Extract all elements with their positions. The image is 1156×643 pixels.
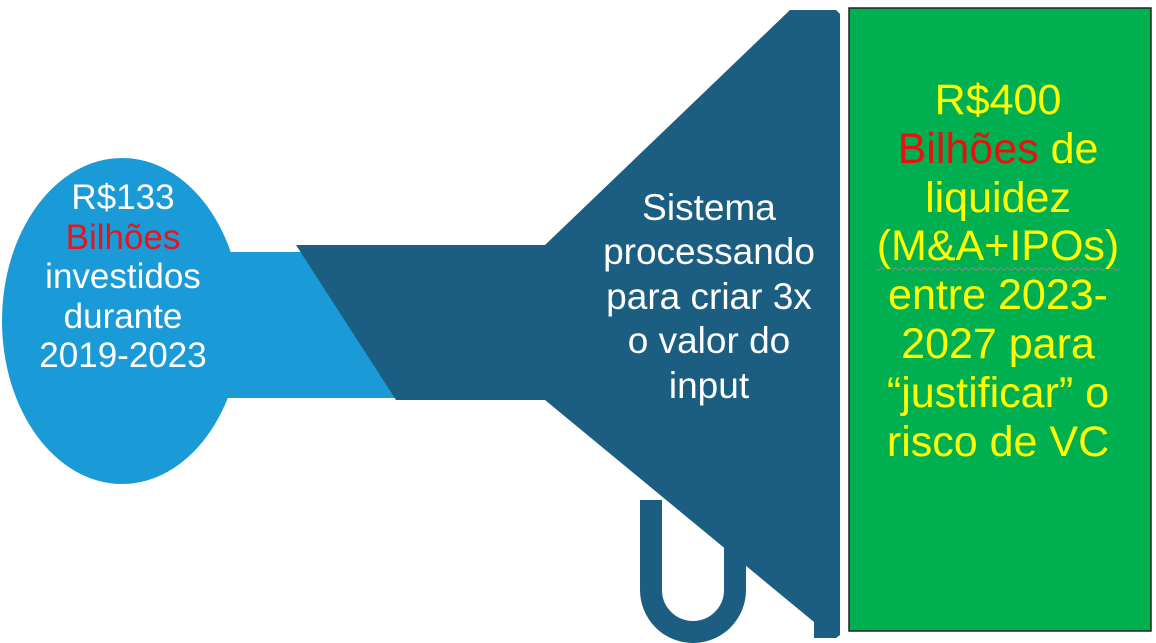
- output-line-2: Bilhões de: [852, 125, 1144, 174]
- output-amount: R$400: [934, 76, 1062, 124]
- output-line-7: “justificar” o: [886, 368, 1110, 417]
- input-shape: [2, 158, 396, 484]
- input-neck: [200, 252, 396, 398]
- process-line-4: o valor do: [627, 320, 791, 362]
- process-line-1: Sistema: [642, 187, 776, 228]
- input-ellipse: [2, 158, 242, 484]
- input-label: R$133 Bilhões investidos durante 2019-20…: [18, 178, 228, 376]
- input-period: 2019-2023: [39, 336, 207, 376]
- process-line-5: input: [668, 364, 750, 406]
- process-line-2: processando: [603, 231, 815, 273]
- output-label: R$400 Bilhões de liquidez (M&A+IPOs) ent…: [852, 76, 1144, 466]
- funnel-body: [296, 10, 840, 638]
- output-box: [848, 7, 1152, 632]
- input-unit: Bilhões: [65, 217, 181, 257]
- output-line-8: risco de VC: [886, 417, 1110, 466]
- process-line-3: para criar 3x: [606, 275, 812, 317]
- output-unit: Bilhões: [897, 124, 1039, 173]
- input-line-3: investidos: [45, 257, 201, 297]
- input-line-4: durante: [63, 296, 183, 336]
- output-line-6: 2027 para: [901, 319, 1095, 368]
- funnel-shape: [296, 10, 840, 643]
- input-amount: R$133: [71, 178, 175, 217]
- output-line-4: (M&A+IPOs): [876, 222, 1120, 271]
- output-line-5: entre 2023-: [888, 271, 1108, 320]
- process-label: Sistema processando para criar 3x o valo…: [575, 186, 843, 408]
- output-line-3: liquidez: [925, 173, 1071, 222]
- output-line-2-suffix: de: [1038, 124, 1099, 173]
- funnel-handle: [640, 500, 746, 643]
